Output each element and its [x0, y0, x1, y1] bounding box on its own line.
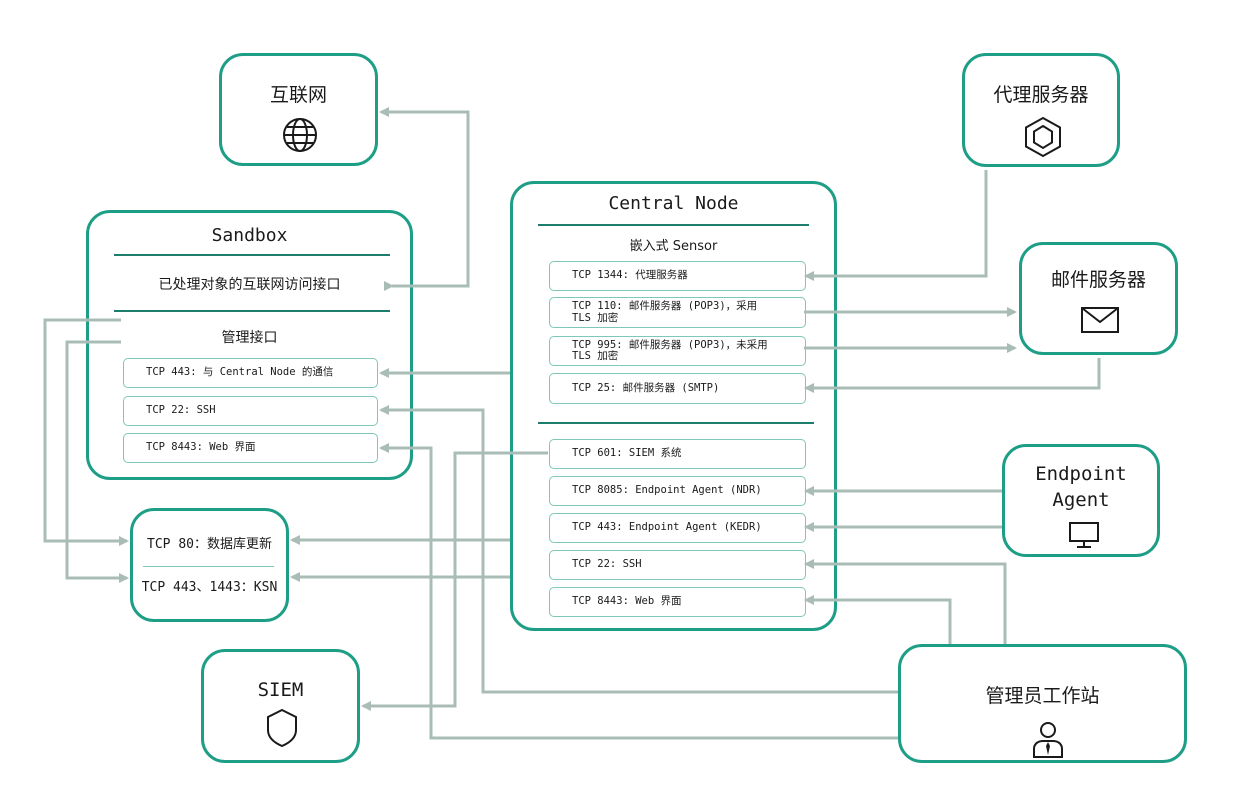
line-mail-sensor-25 — [804, 358, 1101, 393]
internet-title: 互联网 — [269, 84, 327, 106]
siem-title: SIEM — [257, 679, 304, 701]
endpoint-agent-title-line2: Agent — [1052, 489, 1110, 511]
monitor-icon — [1069, 522, 1099, 548]
sandbox-divider-top — [114, 254, 390, 256]
central-port-22: TCP 22: SSH — [549, 550, 806, 580]
globe-icon — [283, 118, 317, 152]
sensor-port-995: TCP 995: 邮件服务器 (POP3)，未采用 TLS 加密 — [549, 336, 806, 366]
internet-node: 互联网 — [219, 53, 378, 166]
central-node: Central Node 嵌入式 Sensor TCP 1344: 代理服务器 … — [510, 181, 837, 631]
central-divider-mid — [538, 422, 814, 424]
ksn-label: TCP 443、1443：KSN — [141, 580, 278, 595]
central-port-8085: TCP 8085: Endpoint Agent (NDR) — [549, 476, 806, 506]
sandbox-port-22: TCP 22: SSH — [123, 396, 378, 426]
sensor-port-995-line1: TCP 995: 邮件服务器 (POP3)，未采用 — [572, 338, 768, 351]
admin-workstation-node: 管理员工作站 — [898, 644, 1187, 763]
central-port-8443: TCP 8443: Web 界面 — [549, 587, 806, 617]
sandbox-divider-mid — [114, 310, 390, 312]
endpoint-agent-node: Endpoint Agent — [1002, 444, 1160, 557]
sandbox-node: Sandbox 已处理对象的互联网访问接口 管理接口 TCP 443: 与 Ce… — [86, 210, 413, 480]
mail-server-node: 邮件服务器 — [1019, 242, 1178, 355]
sandbox-title: Sandbox — [211, 225, 288, 246]
user-icon — [1033, 722, 1063, 758]
hexagon-icon — [1025, 116, 1061, 158]
database-update-label: TCP 80：数据库更新 — [147, 537, 272, 552]
sensor-port-1344: TCP 1344: 代理服务器 — [549, 261, 806, 291]
sandbox-mgmt-title: 管理接口 — [221, 330, 278, 346]
sensor-port-110-line2: TLS 加密 — [572, 311, 619, 324]
sensor-port-995-line2: TLS 加密 — [572, 350, 619, 362]
shield-icon — [267, 708, 297, 748]
mail-server-title: 邮件服务器 — [1050, 269, 1146, 291]
update-ksn-node: TCP 80：数据库更新 TCP 443、1443：KSN — [130, 508, 289, 622]
sensor-port-25: TCP 25: 邮件服务器 (SMTP) — [549, 373, 806, 404]
envelope-icon — [1081, 307, 1119, 333]
sensor-title: 嵌入式 Sensor — [629, 239, 718, 254]
sandbox-port-443: TCP 443: 与 Central Node 的通信 — [123, 358, 378, 388]
sensor-port-25-line1: TCP 25: 邮件服务器 (SMTP) — [572, 381, 720, 394]
central-divider-top — [538, 224, 809, 226]
endpoint-agent-title-line1: Endpoint — [1035, 463, 1127, 485]
central-port-443: TCP 443: Endpoint Agent (KEDR) — [549, 513, 806, 543]
admin-workstation-title: 管理员工作站 — [985, 685, 1100, 707]
sandbox-internet-interface: 已处理对象的互联网访问接口 — [158, 277, 341, 293]
sensor-port-110: TCP 110: 邮件服务器 (POP3)，采用 TLS 加密 — [549, 297, 806, 328]
sandbox-port-8443: TCP 8443: Web 界面 — [123, 433, 378, 463]
central-node-title: Central Node — [608, 193, 739, 214]
proxy-server-node: 代理服务器 — [962, 53, 1120, 167]
proxy-server-title: 代理服务器 — [993, 84, 1089, 106]
update-divider — [143, 566, 274, 567]
sensor-port-110-line1: TCP 110: 邮件服务器 (POP3)，采用 — [572, 300, 758, 313]
sensor-port-1344-line1: TCP 1344: 代理服务器 — [572, 269, 688, 282]
central-port-601: TCP 601: SIEM 系统 — [549, 439, 806, 469]
siem-node: SIEM — [201, 649, 360, 763]
